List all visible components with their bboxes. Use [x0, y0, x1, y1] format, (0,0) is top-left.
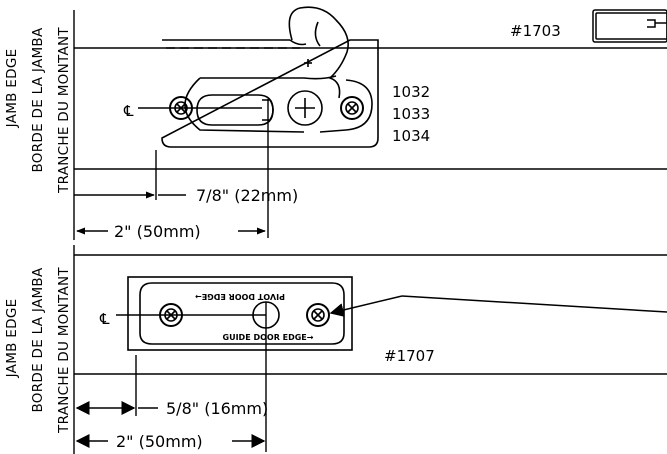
top-dimension-inner: 7/8" (22mm)	[196, 186, 298, 205]
keeper-part-icon	[592, 9, 667, 43]
model-number-1034: 1034	[392, 127, 430, 145]
model-number-1033: 1033	[392, 105, 430, 123]
model-number-1032: 1032	[392, 83, 430, 101]
bottom-side-label-1: JAMB EDGE	[4, 299, 20, 379]
latch-assembly	[161, 6, 379, 148]
top-dimension-outer: 2" (50mm)	[114, 222, 201, 241]
guide-door-edge-label: GUIDE DOOR EDGE→	[223, 333, 314, 342]
top-side-label-3: TRANCHE DU MONTANT	[56, 27, 72, 194]
screw-leader-arrow	[401, 295, 667, 313]
bottom-section: JAMB EDGE BORDE DE LA JAMBA TRANCHE DU M…	[4, 245, 667, 454]
top-side-label-2: BORDE DE LA JAMBA	[30, 27, 46, 173]
bottom-part-number: #1707	[384, 347, 435, 365]
top-part-number: #1703	[510, 22, 561, 40]
top-side-label-1: JAMB EDGE	[4, 49, 20, 129]
bottom-centerline-symbol: ℄	[99, 310, 110, 328]
pivot-door-edge-label: PIVOT DOOR EDGE→	[195, 292, 285, 301]
screw-leader-arrow-head	[329, 295, 403, 317]
bottom-side-label-3: TRANCHE DU MONTANT	[56, 267, 72, 434]
top-centerline-symbol: ℄	[123, 102, 134, 120]
bottom-dimension-inner: 5/8" (16mm)	[166, 399, 268, 418]
top-section: JAMB EDGE BORDE DE LA JAMBA TRANCHE DU M…	[4, 6, 667, 241]
bottom-side-label-2: BORDE DE LA JAMBA	[30, 267, 46, 413]
bottom-dimension-outer: 2" (50mm)	[116, 432, 203, 451]
